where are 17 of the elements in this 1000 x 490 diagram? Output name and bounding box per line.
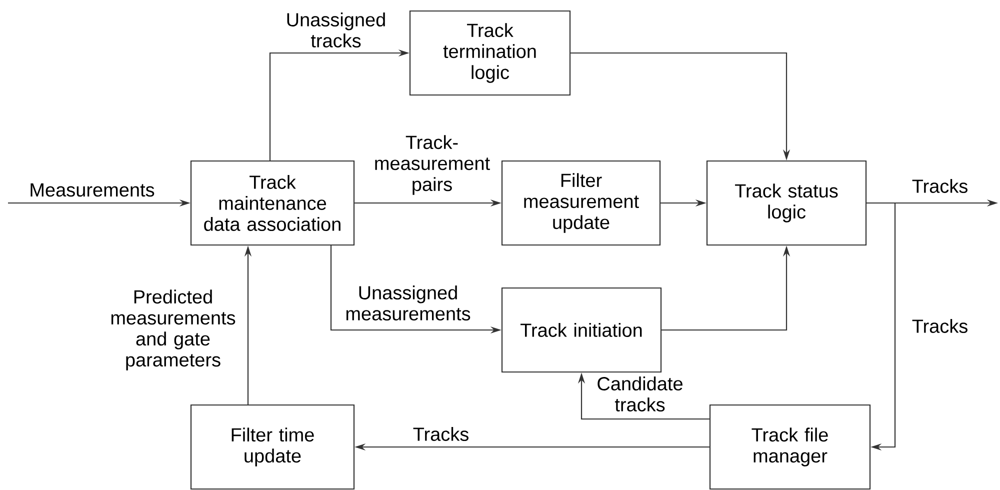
process-box: Track file manager [709,404,871,490]
process-box: Track initiation [501,287,662,373]
edge-label: Tracks [912,179,968,193]
arrow [866,202,896,451]
process-box: Track termination logic [409,10,571,96]
process-box: Filter time update [190,404,355,490]
edge-label: Unassigned measurements [346,286,470,320]
process-box: Filter measurement update [501,160,661,246]
process-box: Track maintenance data association [190,160,355,246]
edge-label: Unassigned tracks [287,12,385,48]
edge-label: Track-measurement pairs [375,135,490,195]
edge-label: Measurements [30,183,154,197]
edge-label: Predicted measurements and gate parameters [111,290,236,370]
edge-label: Tracks [912,319,968,333]
edge-label: Candidate tracks [598,376,682,412]
process-box: Track status logic [706,160,867,246]
edge-label: Tracks [413,427,468,441]
